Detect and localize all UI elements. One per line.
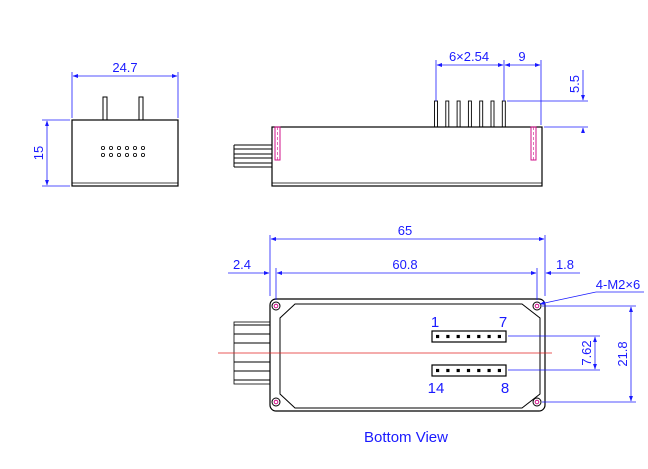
side-top-pin (456, 100, 461, 128)
bottom-overall-width-label: 65 (398, 223, 412, 238)
header-pin (477, 334, 481, 339)
header-pin (456, 334, 460, 339)
front-pin-dot (117, 152, 122, 157)
side-top-pin (490, 100, 495, 128)
front-pin-right (138, 96, 144, 121)
side-offset-label: 9 (518, 49, 525, 64)
side-top-pin (479, 100, 484, 128)
header-pin (487, 368, 491, 373)
header-pin (456, 368, 460, 373)
front-pin-dot (109, 145, 114, 150)
header-pin (487, 334, 491, 339)
side-mounting-hole-left (274, 126, 281, 161)
header-pin (497, 334, 501, 339)
front-pin-dot (101, 152, 106, 157)
pin-label-8: 8 (501, 380, 509, 397)
side-left-pins (233, 144, 272, 168)
header-pin (466, 334, 471, 339)
header-pin (446, 368, 450, 373)
bottom-right-offset-label: 1.8 (556, 257, 574, 272)
header-pin (436, 368, 440, 373)
side-view: 6×2.54 9 5.5 (233, 49, 588, 187)
front-pin-dot (125, 145, 130, 150)
header-pin (477, 368, 481, 373)
side-body (271, 126, 543, 187)
header-pin (436, 334, 440, 339)
pin-row-bottom (431, 364, 507, 377)
bottom-mount-hole-bl (271, 397, 281, 407)
header-pin (466, 368, 471, 373)
front-pin-dot (132, 145, 137, 150)
front-pin-dot (101, 145, 106, 150)
pin-row-bottom-dots (436, 368, 501, 373)
side-pinheight-label: 5.5 (567, 75, 582, 93)
side-top-pin (467, 100, 472, 128)
front-view: 24.7 15 (31, 60, 179, 187)
bottom-hole-spacing-label: 60.8 (392, 257, 417, 272)
pin-label-14: 14 (428, 380, 445, 397)
header-pin (446, 334, 450, 339)
hole-pitch-label: 21.8 (615, 341, 630, 366)
front-pin-dot (109, 152, 114, 157)
pin-row-top-dots (436, 334, 501, 339)
bottom-mount-hole-br (532, 397, 542, 407)
side-pitch-label: 6×2.54 (449, 49, 489, 64)
side-top-pins (434, 100, 506, 128)
pin-label-1: 1 (431, 314, 439, 331)
front-width-label: 24.7 (112, 60, 137, 75)
front-pin-left (102, 96, 108, 121)
row-pitch-label: 7.62 (579, 340, 594, 365)
front-pin-dot (125, 152, 130, 157)
front-pin-grid (101, 145, 145, 157)
side-top-pin (445, 100, 450, 128)
mounting-leader-line (539, 291, 597, 305)
bottom-mount-hole-tr (532, 301, 542, 311)
side-top-pin (434, 100, 438, 128)
pin-row-top (431, 330, 507, 343)
front-height-label: 15 (31, 146, 46, 160)
pin-label-7: 7 (499, 314, 507, 331)
front-pin-dot (117, 145, 122, 150)
front-pin-dot (140, 152, 145, 157)
bottom-view: 1 7 14 8 65 60.8 2.4 1.8 4-M2×6 7.62 2 (218, 223, 644, 446)
front-pin-dot (132, 152, 137, 157)
front-pin-dot (140, 145, 145, 150)
side-mounting-hole-right (530, 126, 537, 161)
mounting-spec-label: 4-M2×6 (596, 277, 640, 292)
bottom-mount-hole-tl (271, 301, 281, 311)
bottom-inner-panel (279, 303, 541, 409)
side-top-pin (501, 100, 506, 128)
bottom-view-caption: Bottom View (364, 429, 448, 446)
front-body (71, 119, 179, 187)
header-pin (497, 368, 501, 373)
bottom-left-offset-label: 2.4 (233, 257, 251, 272)
